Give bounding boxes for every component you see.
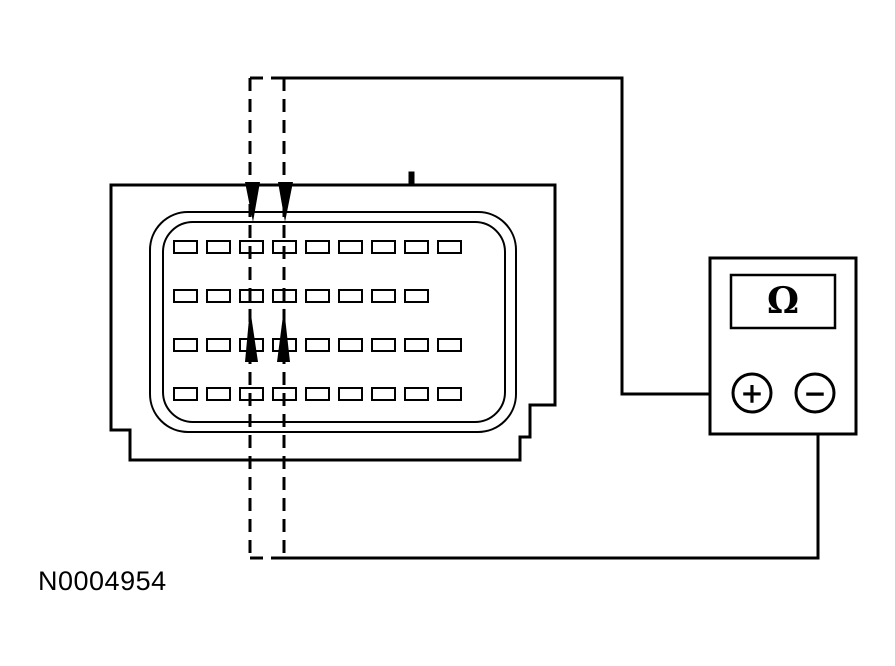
pin-cavities (173, 240, 462, 401)
pin-cavity (437, 240, 462, 254)
pin-cavity (338, 240, 363, 254)
pin-cavity (206, 240, 231, 254)
pin-cavity (338, 289, 363, 303)
negative-terminal-label: − (803, 377, 826, 410)
pin-cavity (371, 240, 396, 254)
pin-cavity (173, 240, 198, 254)
pin-cavity (173, 387, 198, 401)
positive-terminal-label: + (740, 377, 763, 410)
pin-cavity (371, 289, 396, 303)
lower-left-probe (245, 308, 258, 362)
connector-face-outer (149, 211, 517, 433)
figure-code: N0004954 (38, 566, 167, 596)
pin-cavity (206, 289, 231, 303)
pin-cavity (305, 387, 330, 401)
pin-cavity (404, 289, 429, 303)
pin-cavity (371, 387, 396, 401)
pin-cavity (404, 240, 429, 254)
pin-cavity (305, 240, 330, 254)
pin-cavity (404, 387, 429, 401)
pin-cavity (371, 338, 396, 352)
pin-cavity (404, 338, 429, 352)
connector-housing (109, 171, 557, 462)
connector-face-inner (162, 221, 506, 423)
positive-test-wire (284, 76, 733, 396)
pin-cavity (206, 338, 231, 352)
pin-cavity (173, 338, 198, 352)
pin-cavity (437, 387, 462, 401)
pin-cavity (206, 387, 231, 401)
pin-cavity (305, 289, 330, 303)
pin-cavity (437, 338, 462, 352)
upper-left-probe (245, 182, 260, 222)
pin-cavity (338, 338, 363, 352)
ohm-symbol: Ω (767, 280, 799, 322)
ohmmeter-display (729, 273, 837, 330)
negative-test-wire (284, 413, 820, 560)
pin-cavity (173, 289, 198, 303)
lower-right-probe (277, 308, 290, 362)
negative-terminal (794, 372, 836, 414)
upper-right-probe (278, 182, 293, 222)
positive-terminal (731, 372, 773, 414)
pin-cavity (338, 387, 363, 401)
pin-cavity (305, 338, 330, 352)
